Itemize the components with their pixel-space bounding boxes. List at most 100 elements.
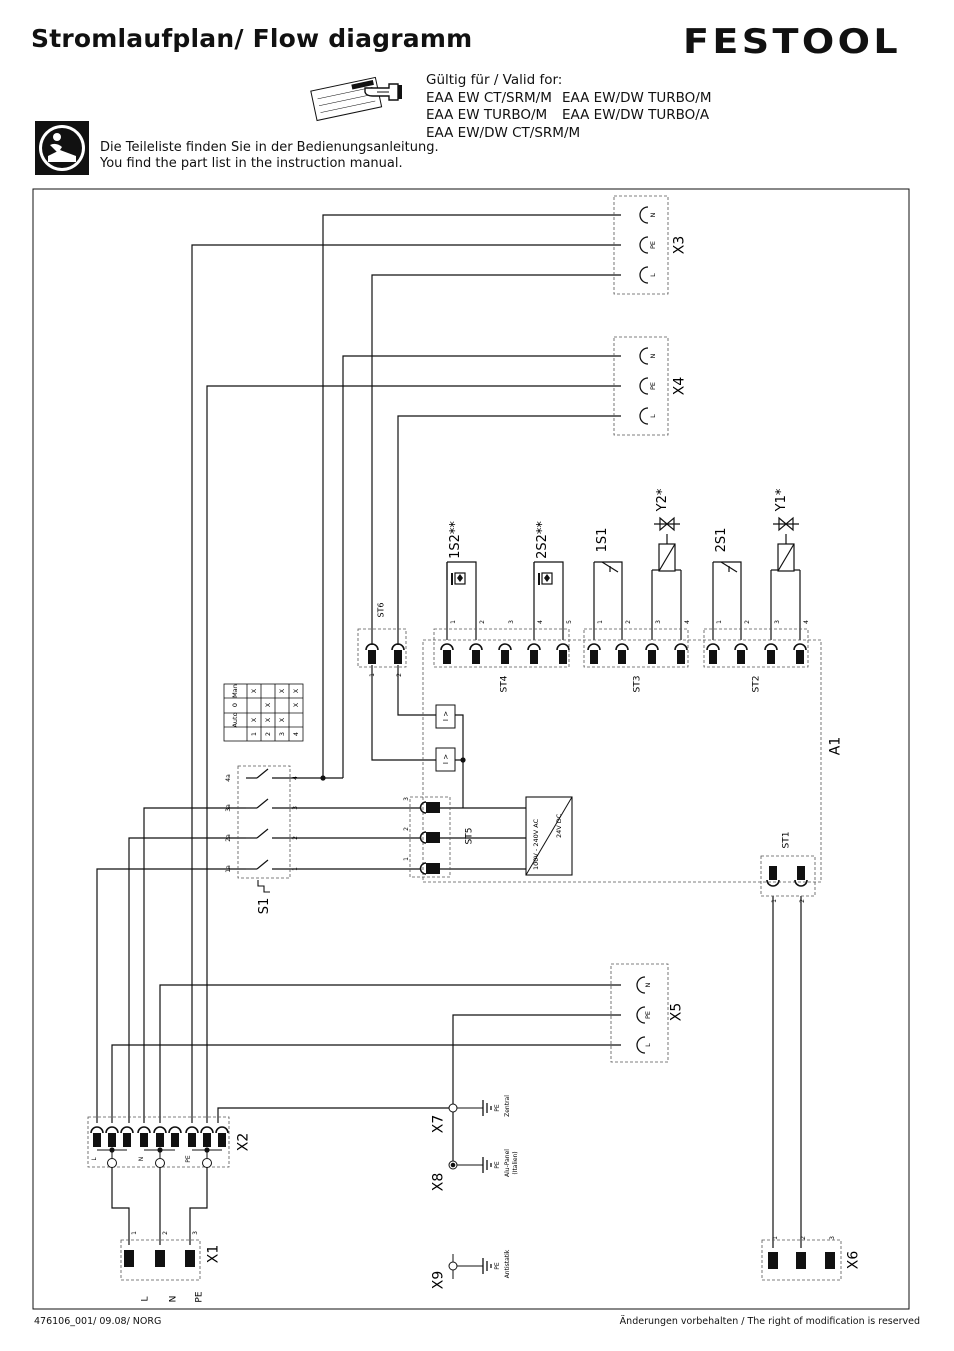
terminal-x2-label: X2 bbox=[236, 1133, 252, 1152]
connector-st5: 1 2 3 ST5 bbox=[403, 797, 475, 875]
socket-x5-box bbox=[610, 963, 669, 1063]
valid-model: EAA EW TURBO/M bbox=[426, 107, 548, 123]
ground-label: PE bbox=[494, 1262, 501, 1270]
component-2s2-label: 2S2** bbox=[535, 521, 550, 559]
connector-st2-box bbox=[703, 628, 809, 668]
terminal-x6-box bbox=[761, 1239, 842, 1281]
component-1s1-label: 1S1 bbox=[595, 528, 610, 553]
valid-model: EAA EW/DW TURBO/A bbox=[562, 107, 710, 123]
psu-input-label: 100V - 240V AC bbox=[532, 818, 540, 870]
socket-x5: N PE L X5 bbox=[636, 976, 685, 1054]
switch-1s1 bbox=[594, 561, 623, 573]
pin-number: 2 bbox=[292, 836, 299, 840]
pin-number: 1 bbox=[450, 620, 457, 624]
ground-x8-label: X8 bbox=[431, 1173, 447, 1192]
pointing-hand-icon bbox=[364, 83, 402, 101]
pin-number: 1a bbox=[225, 865, 232, 873]
rights-notice: Änderungen vorbehalten / The right of mo… bbox=[619, 1316, 920, 1327]
pin-number: 3 bbox=[829, 1236, 836, 1240]
pin-number: 3 bbox=[508, 620, 515, 624]
connector-st1: ST1 1 2 bbox=[766, 832, 808, 903]
mains-label: L bbox=[141, 1296, 151, 1301]
pin-label: PE bbox=[644, 1011, 652, 1019]
pin-number: 1 bbox=[771, 899, 778, 903]
main-switch-s1: 1a 2a 3a 4a 1 2 3 4 S1 bbox=[225, 774, 299, 914]
connector-st1-box bbox=[760, 855, 816, 897]
connector-st3: 1 2 3 4 ST3 bbox=[587, 620, 691, 692]
component-2s1-label: 2S1 bbox=[714, 528, 729, 553]
table-cell: X bbox=[264, 702, 272, 707]
table-cell: 3 bbox=[278, 732, 286, 736]
pin-label: N bbox=[649, 212, 657, 217]
pin-number: 3 bbox=[192, 1231, 199, 1235]
pin-number: 2 bbox=[403, 827, 410, 831]
pin-number: 4 bbox=[803, 620, 810, 624]
pin-number: 4a bbox=[225, 774, 232, 782]
solenoid-valve-y2 bbox=[652, 516, 681, 572]
ground-x9 bbox=[448, 1254, 492, 1279]
switch-2s1 bbox=[713, 561, 742, 573]
pin-number: 4 bbox=[537, 620, 544, 624]
terminal-x1-label: X1 bbox=[206, 1245, 222, 1264]
ground-label: PE bbox=[494, 1161, 501, 1169]
table-cell: 1 bbox=[250, 732, 258, 736]
pin-number: 1 bbox=[772, 1236, 779, 1240]
wires bbox=[96, 214, 802, 1248]
terminal-x1-box bbox=[120, 1239, 201, 1281]
component-y2-label: Y2* bbox=[655, 488, 670, 512]
pin-label: N bbox=[644, 982, 652, 987]
valid-model-row: EAA EW TURBO/M EAA EW/DW TURBO/A bbox=[426, 107, 709, 125]
pressure-switch-1s2 bbox=[446, 561, 477, 585]
connector-st1-label: ST1 bbox=[782, 832, 792, 849]
connector-st5-label: ST5 bbox=[465, 828, 475, 845]
table-header: Auto bbox=[231, 712, 239, 727]
table-cell: X bbox=[264, 717, 272, 722]
terminal-block-x2: L N PE X2 bbox=[90, 1126, 252, 1168]
solenoid-valve-y1 bbox=[771, 516, 800, 572]
power-supply-unit: 100V - 240V AC 24V DC bbox=[525, 796, 573, 876]
ground-x7-label: X7 bbox=[431, 1115, 447, 1134]
junction-dot bbox=[450, 1162, 456, 1168]
terminal-block-x6: 1 2 3 X6 bbox=[768, 1236, 862, 1269]
socket-x4-box bbox=[613, 336, 669, 436]
module-a1-label: A1 bbox=[828, 737, 844, 755]
pin-number: 1 bbox=[403, 857, 410, 861]
pin-number: 2a bbox=[225, 834, 232, 842]
document-code: 476106_001/ 09.08/ NORG bbox=[34, 1316, 162, 1327]
valid-model: EAA EW CT/SRM/M bbox=[426, 89, 552, 106]
switch-actuator-icon bbox=[257, 880, 270, 893]
dashed-boxes bbox=[87, 195, 842, 1281]
connector-st6-label: ST6 bbox=[377, 602, 386, 617]
relay-label: I > bbox=[442, 711, 450, 721]
pin-number: 3a bbox=[225, 804, 232, 812]
socket-x4: N PE L X4 bbox=[639, 347, 688, 425]
socket-x3: N PE L X3 bbox=[639, 206, 688, 284]
psu-output-label: 24V DC bbox=[555, 813, 563, 838]
socket-x3-label: X3 bbox=[672, 236, 688, 255]
terminal-x6-label: X6 bbox=[846, 1251, 862, 1270]
relay-label: I > bbox=[442, 754, 450, 764]
pin-number: 3 bbox=[655, 620, 662, 624]
junction-dots bbox=[320, 757, 466, 781]
switch-s1-label: S1 bbox=[257, 898, 272, 915]
pin-number: 2 bbox=[479, 620, 486, 624]
pin-number: 3 bbox=[774, 620, 781, 624]
switch-s1-box bbox=[237, 765, 291, 879]
component-y1-label: Y1* bbox=[774, 488, 789, 512]
terminal-label: N bbox=[138, 1157, 145, 1162]
festool-logo: FESTOOL bbox=[683, 22, 901, 62]
pin-label: PE bbox=[649, 382, 657, 390]
connector-st2-label: ST2 bbox=[752, 676, 762, 693]
current-relay-upper: I > bbox=[435, 704, 456, 729]
socket-x5-label: X5 bbox=[669, 1003, 685, 1022]
pin-label: L bbox=[649, 414, 657, 418]
ground-x9-label: X9 bbox=[431, 1271, 447, 1290]
connector-st4: 1 2 3 4 5 ST4 bbox=[440, 620, 573, 692]
ground-label: Antistatik bbox=[504, 1249, 511, 1278]
socket-x3-box bbox=[613, 195, 669, 295]
connector-st2: 1 2 3 4 ST2 bbox=[706, 620, 810, 693]
valid-model-row: EAA EW/DW CT/SRM/M bbox=[426, 125, 580, 143]
pressure-switch-2s2 bbox=[533, 561, 564, 585]
